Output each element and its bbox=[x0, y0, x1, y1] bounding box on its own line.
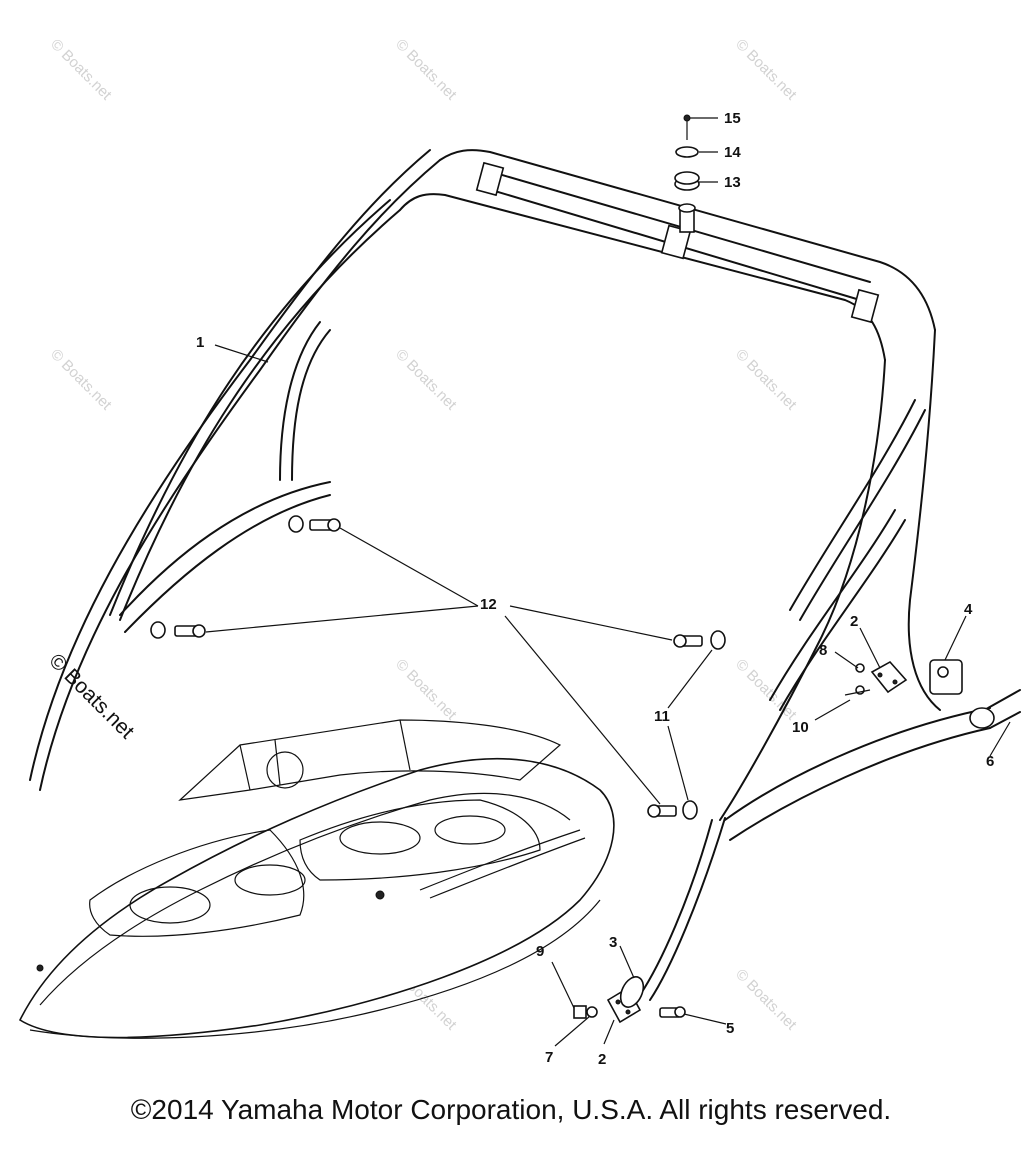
bolt bbox=[309, 518, 341, 532]
bolt bbox=[673, 634, 703, 648]
bolt bbox=[174, 624, 206, 638]
washer bbox=[710, 630, 726, 650]
washer bbox=[150, 621, 166, 639]
callout-3: 3 bbox=[609, 934, 617, 951]
callout-15: 15 bbox=[724, 110, 741, 127]
callout-1: 1 bbox=[196, 334, 204, 351]
leader-lines bbox=[205, 117, 1011, 1047]
washer bbox=[855, 663, 865, 673]
callout-9: 9 bbox=[536, 943, 544, 960]
callout-5: 5 bbox=[726, 1020, 734, 1037]
callout-7: 7 bbox=[545, 1049, 553, 1066]
copyright-notice: ©2014 Yamaha Motor Corporation, U.S.A. A… bbox=[130, 1094, 892, 1125]
callout-2-right: 2 bbox=[850, 613, 858, 630]
watermark: © Boats.net bbox=[392, 36, 460, 104]
watermark: © Boats.net bbox=[392, 656, 460, 724]
callout-14: 14 bbox=[724, 144, 741, 161]
washer bbox=[586, 1006, 598, 1018]
callouts: 1 15 14 13 12 11 2 4 8 10 6 3 9 5 7 2 bbox=[196, 110, 994, 1068]
watermark: © Boats.net bbox=[732, 346, 800, 414]
callout-6: 6 bbox=[986, 753, 994, 770]
watermark-prominent: © Boats.net bbox=[44, 649, 138, 743]
pivot-bracket bbox=[929, 659, 963, 695]
bolt bbox=[647, 804, 677, 818]
callout-2-bottom: 2 bbox=[598, 1051, 606, 1068]
nut bbox=[683, 114, 691, 122]
callout-11: 11 bbox=[654, 708, 670, 725]
watermark: © Boats.net bbox=[47, 346, 115, 414]
boat-illustration bbox=[18, 719, 615, 1039]
callout-10: 10 bbox=[792, 719, 809, 736]
callout-12: 12 bbox=[480, 596, 497, 613]
callout-8: 8 bbox=[819, 642, 827, 659]
nut bbox=[573, 1005, 587, 1019]
gasket bbox=[619, 976, 645, 1008]
hardware bbox=[150, 114, 963, 1024]
washer bbox=[682, 800, 698, 820]
washer bbox=[675, 146, 699, 158]
watermark: © Boats.net bbox=[47, 36, 115, 104]
wakeboard-tower-frame bbox=[29, 149, 1021, 1001]
callout-13: 13 bbox=[724, 174, 741, 191]
washer bbox=[288, 515, 304, 533]
bracket-plate bbox=[870, 660, 908, 694]
watermark: © Boats.net bbox=[732, 36, 800, 104]
watermark: © Boats.net bbox=[392, 346, 460, 414]
watermark: © Boats.net bbox=[732, 966, 800, 1034]
callout-4: 4 bbox=[964, 601, 973, 618]
